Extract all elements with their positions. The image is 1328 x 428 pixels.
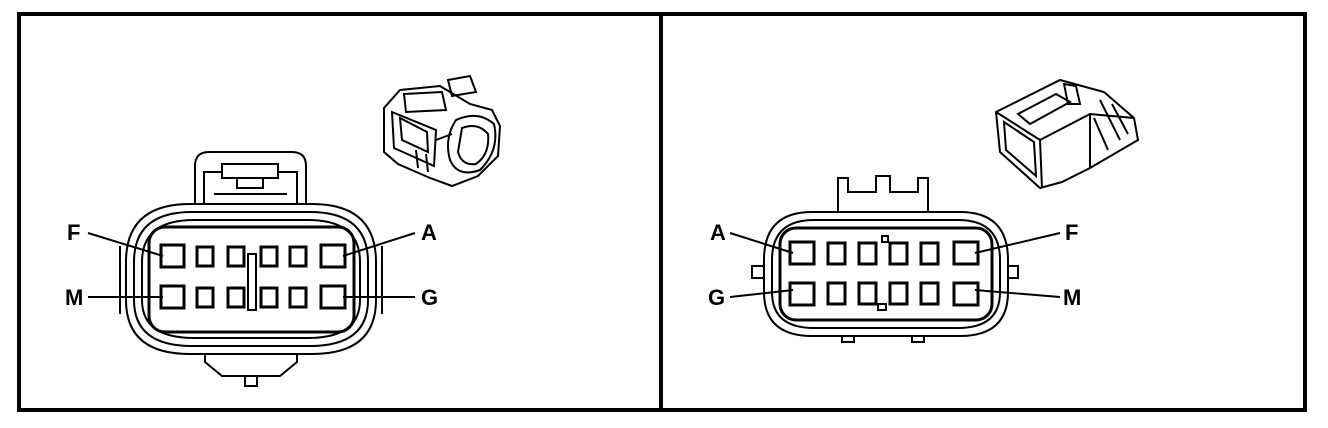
right-connector-face [729, 175, 1061, 343]
right-label-top-right: F [1065, 220, 1078, 245]
right-connector-isometric [994, 78, 1140, 190]
right-panel-frame [659, 12, 1307, 412]
left-label-bottom-left: M [65, 285, 83, 310]
right-label-bottom-left: G [708, 285, 725, 310]
left-label-top-left: F [67, 220, 80, 245]
right-label-bottom-right: M [1063, 285, 1081, 310]
left-connector-isometric [383, 74, 502, 188]
left-label-bottom-right: G [421, 285, 438, 310]
right-label-top-left: A [710, 220, 726, 245]
left-label-top-right: A [421, 220, 437, 245]
left-connector-face [87, 151, 416, 387]
